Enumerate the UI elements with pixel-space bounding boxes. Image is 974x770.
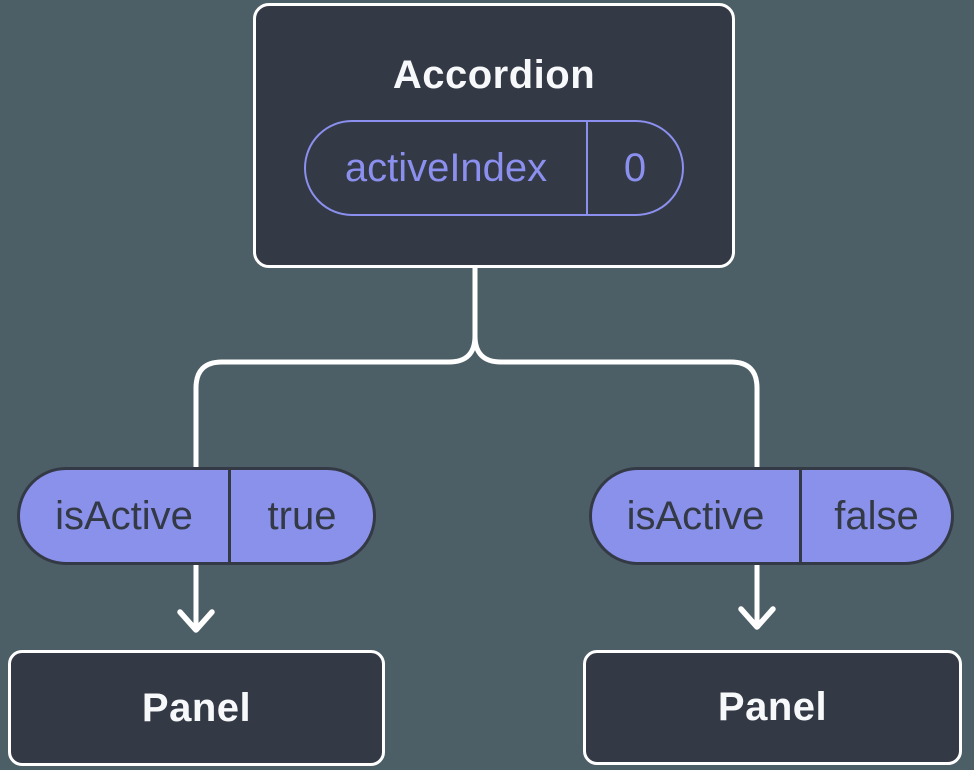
prop-pill-isactive-false: isActive false [589,467,954,565]
prop-value-label: false [799,470,951,562]
prop-pill-isactive-true: isActive true [17,467,376,565]
panel-component-node-right: Panel [583,650,962,765]
component-title: Accordion [392,53,596,97]
down-arrowhead-icon-left [177,609,215,633]
panel-component-node-left: Panel [8,650,385,766]
panel-title: Panel [717,685,828,729]
down-arrowhead-icon-right [738,606,776,630]
prop-name-label: isActive [55,493,193,538]
panel-title: Panel [141,685,252,730]
connector-root-to-left-child [193,262,478,630]
accordion-component-node: Accordion activeIndex 0 [253,3,735,268]
state-value-label: 0 [586,122,682,214]
prop-name-label: isActive [626,493,765,538]
state-pill-activeindex: activeIndex 0 [304,120,684,216]
prop-value-label: true [228,470,373,562]
connector-root-to-right-child [472,333,760,627]
state-name-label: activeIndex [344,145,548,190]
